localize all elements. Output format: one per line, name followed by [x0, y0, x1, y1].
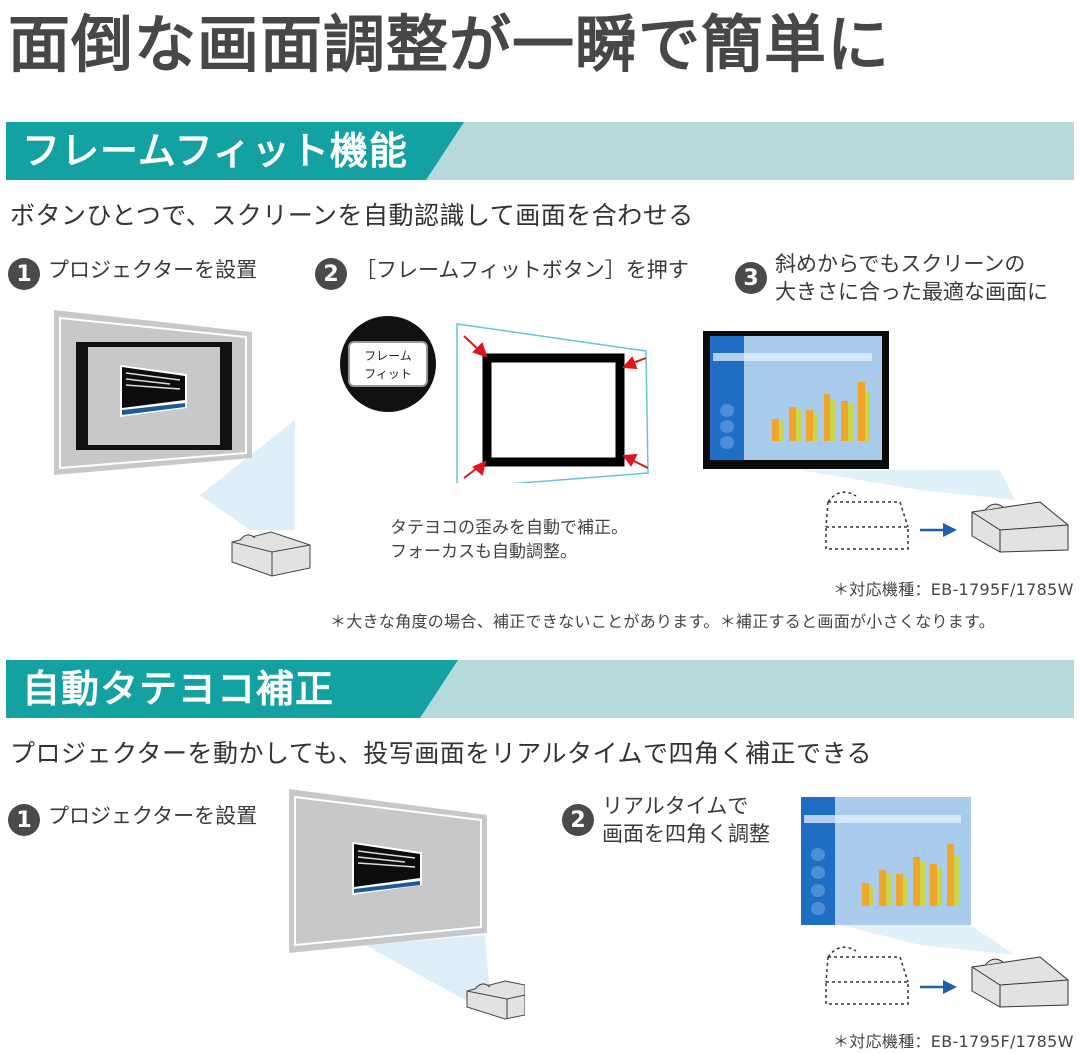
model-note: ＊対応機種：EB-1795F/1785W — [833, 580, 1074, 599]
section-heading: フレームフィット機能 — [22, 129, 408, 173]
frame-fit-key: フレーム フィット — [348, 341, 428, 387]
section-subtitle: ボタンひとつで、スクリーンを自動認識して画面を合わせる — [10, 201, 694, 230]
corrected-presentation-slide — [801, 797, 971, 925]
banner-dark-segment — [6, 660, 458, 718]
step-text-line2: 大きさに合った最適な画面に — [775, 280, 1048, 304]
step-number-badge: 1 — [8, 804, 40, 836]
step-1: 1 プロジェクターを設置 — [8, 802, 257, 836]
step-text: プロジェクターを設置 — [48, 258, 258, 282]
caption-line1: タテヨコの歪みを自動で補正。 — [390, 518, 628, 538]
projector-setup-illustration — [289, 789, 525, 1020]
step-number-badge: 3 — [735, 262, 767, 294]
arrow-right-icon — [943, 523, 957, 537]
step-number-badge: 1 — [8, 258, 40, 290]
key-label-line1: フレーム — [364, 349, 412, 363]
key-label-line2: フィット — [364, 367, 412, 381]
step-text-line1: リアルタイムで — [602, 794, 749, 818]
dashed-projector-icon — [825, 946, 909, 1005]
arrow-right-icon — [943, 980, 957, 994]
presentation-slide — [710, 336, 882, 460]
model-note: ＊対応機種：EB-1795F/1785W — [833, 1032, 1074, 1051]
projector-move-illustration — [800, 470, 1069, 553]
caption-line2: フォーカスも自動調整。 — [390, 542, 577, 562]
step-text: リアルタイムで 画面を四角く調整 — [602, 792, 770, 848]
section-banner-frame-fit: フレームフィット機能 — [6, 122, 1074, 180]
fitted-screen — [703, 331, 889, 469]
section-banner-auto-keystone: 自動タテヨコ補正 — [6, 660, 1074, 718]
projector-move-illustration — [825, 925, 1069, 1008]
step-3: 3 斜めからでもスクリーンの 大きさに合った最適な画面に — [735, 250, 1048, 306]
section-subtitle: プロジェクターを動かしても、投写画面をリアルタイムで四角く補正できる — [10, 739, 873, 768]
section-heading: 自動タテヨコ補正 — [22, 667, 335, 711]
step-text: プロジェクターを設置 — [48, 804, 258, 828]
frame-fit-caption: タテヨコの歪みを自動で補正。 フォーカスも自動調整。 — [390, 516, 628, 564]
step-2: 2 リアルタイムで 画面を四角く調整 — [562, 792, 770, 848]
projector-setup-illustration — [54, 310, 311, 577]
banner-dark-segment — [6, 122, 464, 180]
red-arrow-icons — [463, 335, 649, 479]
step-number-badge: 2 — [562, 804, 594, 836]
step-1: 1 プロジェクターを設置 — [8, 256, 257, 290]
step-text-line2: 画面を四角く調整 — [602, 822, 770, 846]
step-2: 2 ［フレームフィットボタン］を押す — [315, 256, 689, 290]
step-text: ［フレームフィットボタン］を押す — [355, 258, 689, 282]
step-text-line1: 斜めからでもスクリーンの — [775, 252, 1026, 276]
frame-fit-button-illustration: フレーム フィット — [340, 316, 436, 412]
step-text: 斜めからでもスクリーンの 大きさに合った最適な画面に — [775, 250, 1048, 306]
dashed-projector-icon — [825, 491, 909, 550]
step-number-badge: 2 — [315, 258, 347, 290]
page-title: 面倒な画面調整が一瞬で簡単に — [8, 8, 891, 81]
keystone-correction-diagram — [456, 323, 649, 483]
disclaimer-note: ＊大きな角度の場合、補正できないことがあります。＊補正すると画面が小さくなります… — [330, 612, 996, 631]
